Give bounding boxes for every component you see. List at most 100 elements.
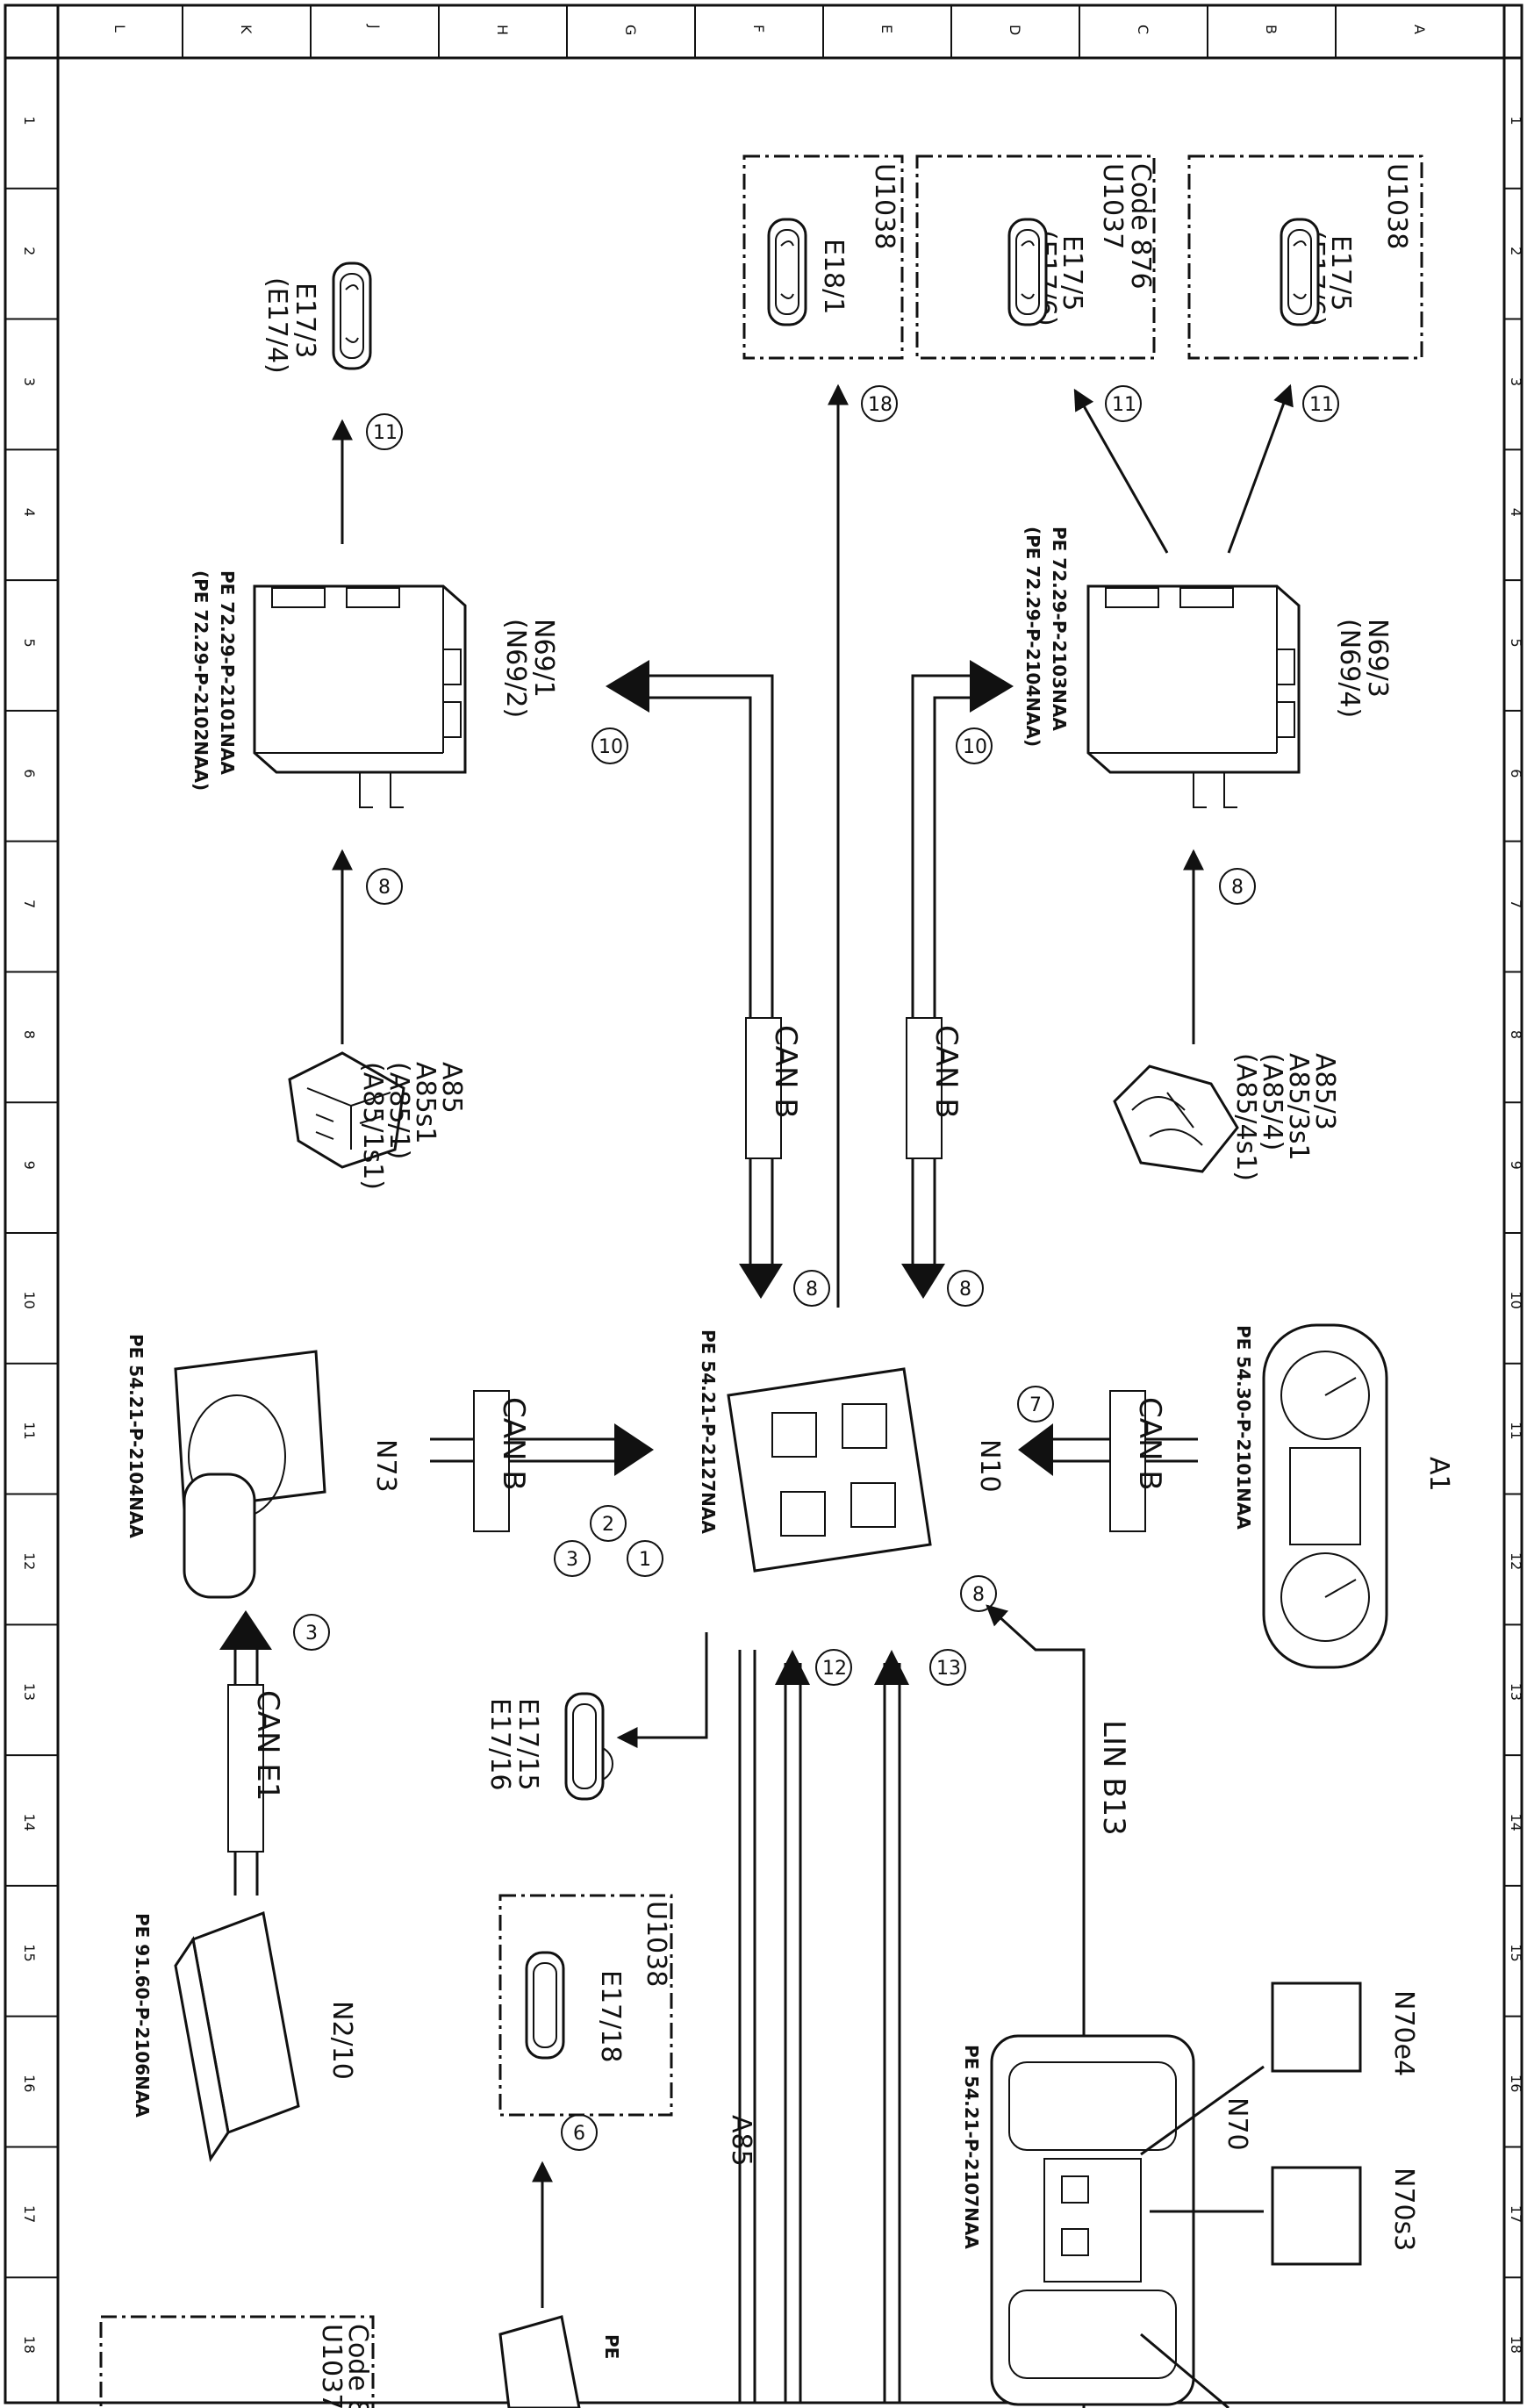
column-letter: H	[494, 25, 511, 35]
svg-text:6: 6	[573, 2123, 585, 2145]
e17-5-label: E17/5	[1325, 235, 1356, 311]
n2-10-label: N2/10	[326, 2001, 357, 2080]
svg-text:8: 8	[1231, 877, 1244, 899]
row-number: 2	[21, 247, 38, 255]
row-number: 13	[21, 1683, 38, 1701]
e17-3-label: E17/3	[290, 283, 320, 358]
row-number: 14	[1508, 1814, 1524, 1831]
lamp-icon	[564, 1692, 605, 1801]
row-number: 14	[21, 1814, 38, 1831]
can-e1: CAN E1	[219, 1610, 285, 1896]
n69-2-ref: (PE 72.29-P-2102NAA)	[190, 570, 211, 791]
svg-text:PE: PE	[601, 2334, 622, 2359]
row-number: 8	[1508, 1030, 1524, 1039]
svg-text:U1038: U1038	[641, 1901, 671, 1987]
n73-ref: PE 54.21-P-2104NAA	[125, 1334, 147, 1538]
row-number: 6	[21, 769, 38, 778]
can-b-right: CAN B	[901, 660, 1014, 1299]
n70s3-box: N70s3	[1150, 2166, 1419, 2266]
wire-bundle	[738, 1650, 909, 2403]
lamp-icon	[332, 262, 372, 370]
row-number: 12	[21, 1552, 38, 1570]
lamp-icon	[1280, 218, 1320, 326]
svg-text:N70s3: N70s3	[1388, 2168, 1419, 2251]
svg-text:10: 10	[599, 736, 623, 758]
svg-text:Code 8: Code 8	[342, 2324, 373, 2408]
n70-wire-bottom	[1140, 2333, 1229, 2408]
can-b-a1: CAN B	[1018, 1390, 1198, 1532]
svg-text:10: 10	[963, 736, 987, 758]
a85-3-labels: A85/3 A85/3s1 (A85/4) (A85/4s1)	[1230, 1053, 1340, 1181]
can-b-label-a1: CAN B	[1132, 1397, 1167, 1491]
svg-text:(A85/4): (A85/4)	[1257, 1053, 1287, 1150]
row-number: 9	[21, 1161, 38, 1170]
row-number: 11	[21, 1422, 38, 1439]
column-letter: F	[750, 25, 767, 32]
svg-text:A85: A85	[436, 1062, 467, 1114]
n70e4-box: N70e4	[1140, 1982, 1419, 2156]
code876-label: Code 876	[1125, 163, 1156, 290]
row-number: 9	[1508, 1161, 1524, 1170]
row-number: 15	[1508, 1944, 1524, 1961]
row-number: 11	[1508, 1422, 1524, 1439]
row-number: 18	[21, 2336, 38, 2354]
a1-ref: PE 54.30-P-2101NAA	[1233, 1325, 1254, 1530]
row-number: 12	[1508, 1552, 1524, 1570]
n69-3-label: N69/3	[1362, 619, 1393, 698]
row-number: 1	[21, 116, 38, 125]
row-number: 2	[1508, 247, 1524, 255]
bottom-code-box: Code 8 U1037	[99, 2315, 375, 2408]
svg-text:E17/18: E17/18	[595, 1970, 626, 2062]
n10-module: N10 PE 54.21-P-2127NAA	[698, 1329, 1005, 1573]
u1037-label: U1037	[1097, 163, 1128, 249]
row-number: 10	[1508, 1291, 1524, 1308]
code876-box: Code 876 U1037 E17/5 (E17/6)	[915, 154, 1156, 360]
column-letter: E	[878, 25, 895, 33]
e18-1-label: E18/1	[818, 239, 849, 314]
row-number: 16	[1508, 2075, 1524, 2092]
column-letter: C	[1135, 25, 1151, 34]
can-b-label-n73: CAN B	[496, 1397, 531, 1491]
u1038-top-right-code: U1038	[1381, 163, 1412, 249]
n73-label: N73	[370, 1439, 401, 1493]
a1-label: A1	[1423, 1457, 1454, 1492]
svg-text:A85s1: A85s1	[410, 1062, 441, 1143]
can-e1-label: CAN E1	[250, 1690, 285, 1801]
frame	[4, 4, 1523, 2404]
row-number: 3	[21, 377, 38, 386]
lin-b13-label: LIN B13	[1096, 1720, 1131, 1836]
row-number: 6	[1508, 769, 1524, 778]
n69-1-label: N69/1	[528, 619, 559, 698]
a85-device: A85	[288, 1051, 756, 2167]
lamp-icon	[1007, 218, 1048, 326]
row-number: 1	[1508, 116, 1524, 125]
row-number: 7	[21, 899, 38, 908]
svg-text:8: 8	[959, 1279, 971, 1301]
row-number: 16	[21, 2075, 38, 2092]
row-number: 17	[1508, 2205, 1524, 2223]
svg-text:8: 8	[806, 1279, 818, 1301]
n69-3-module: N69/3 (N69/4) PE 72.29-P-2103NAA (PE 72.…	[1022, 527, 1393, 808]
n69-3-ref: PE 72.29-P-2103NAA	[1049, 527, 1070, 731]
lamp-icon	[525, 1951, 565, 2060]
n70-label: N70	[1222, 2097, 1252, 2151]
can-b-label-left: CAN B	[768, 1025, 803, 1119]
n69-1-module: N69/1 (N69/2) PE 72.29-P-2101NAA (PE 72.…	[190, 570, 559, 808]
column-letter: A	[1411, 25, 1428, 34]
u1038-e17-18-box: U1038 E17/18	[498, 1894, 673, 2308]
column-letter: B	[1263, 25, 1280, 34]
row-number: 10	[21, 1291, 38, 1308]
row-number: 13	[1508, 1683, 1524, 1701]
n69-1-ref: PE 72.29-P-2101NAA	[217, 570, 238, 775]
a1-cluster: A1 PE 54.30-P-2101NAA	[1233, 1323, 1454, 1669]
u1038-e18-code: U1038	[869, 163, 900, 249]
column-letter: J	[366, 24, 383, 29]
n69-4-ref: (PE 72.29-P-2104NAA)	[1022, 527, 1043, 747]
svg-text:11: 11	[373, 422, 398, 444]
svg-text:2: 2	[602, 1514, 614, 1536]
svg-text:11: 11	[1309, 394, 1334, 416]
svg-text:1: 1	[639, 1549, 651, 1571]
n69-2-label: (N69/2)	[500, 619, 531, 718]
lamp-icon	[767, 218, 807, 326]
